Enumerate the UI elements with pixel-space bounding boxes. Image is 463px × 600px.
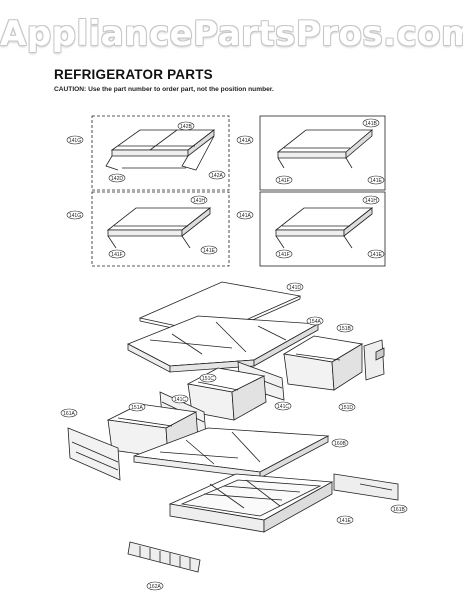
callout-tray: 141E: [339, 518, 351, 524]
callout-shelf: 160B: [334, 441, 346, 447]
callout-right-drawer: 151B: [339, 326, 351, 332]
callout-mid: 151D: [341, 405, 353, 411]
callout-b2-main: 141A: [239, 138, 251, 144]
callout-b4-main: 141A: [239, 213, 251, 219]
callout-b1-br: 142A: [211, 173, 223, 179]
shelf-box-4: [259, 191, 386, 267]
callout-side-cover: 161B: [393, 507, 405, 513]
shelf-box-3: [91, 191, 230, 267]
callout-left-drawer: 151A: [131, 405, 143, 411]
callout-b4-top: 141H: [365, 198, 377, 204]
callout-b3-bl: 141F: [111, 252, 122, 258]
callout-b1-top: 142B: [180, 124, 192, 130]
callout-b2-top: 141B: [365, 121, 377, 127]
callout-b4-br: 141E: [370, 252, 382, 258]
callout-b3-main: 141G: [69, 213, 81, 219]
caution-note: CAUTION: Use the part number to order pa…: [54, 86, 274, 93]
callout-b3-br: 141E: [203, 248, 215, 254]
callout-cover: 141D: [289, 285, 301, 291]
callout-middle-drawer: 151C: [202, 376, 214, 382]
callout-b2-br: 141E: [370, 178, 382, 184]
shelf-box-1: [91, 115, 230, 191]
callout-b1-main: 141G: [69, 138, 81, 144]
callout-mid-rail: 141C: [277, 404, 289, 410]
callout-ovals: [60, 118, 408, 591]
watermark-logo: AppliancePartsPros.com: [0, 14, 463, 54]
exploded-assembly: [67, 281, 399, 573]
callout-b4-bl: 141F: [278, 252, 289, 258]
callout-divider: 141C: [174, 397, 186, 403]
callout-grille: 162A: [149, 584, 161, 590]
callout-b3-top: 141H: [193, 198, 205, 204]
callout-frame: 154A: [309, 319, 321, 325]
shelf-box-2: [259, 115, 386, 191]
page-title: REFRIGERATOR PARTS: [54, 67, 213, 82]
callout-left-panel: 161A: [63, 411, 75, 417]
callout-b2-bl: 141F: [278, 178, 289, 184]
callout-b1-bl: 142D: [111, 176, 123, 182]
